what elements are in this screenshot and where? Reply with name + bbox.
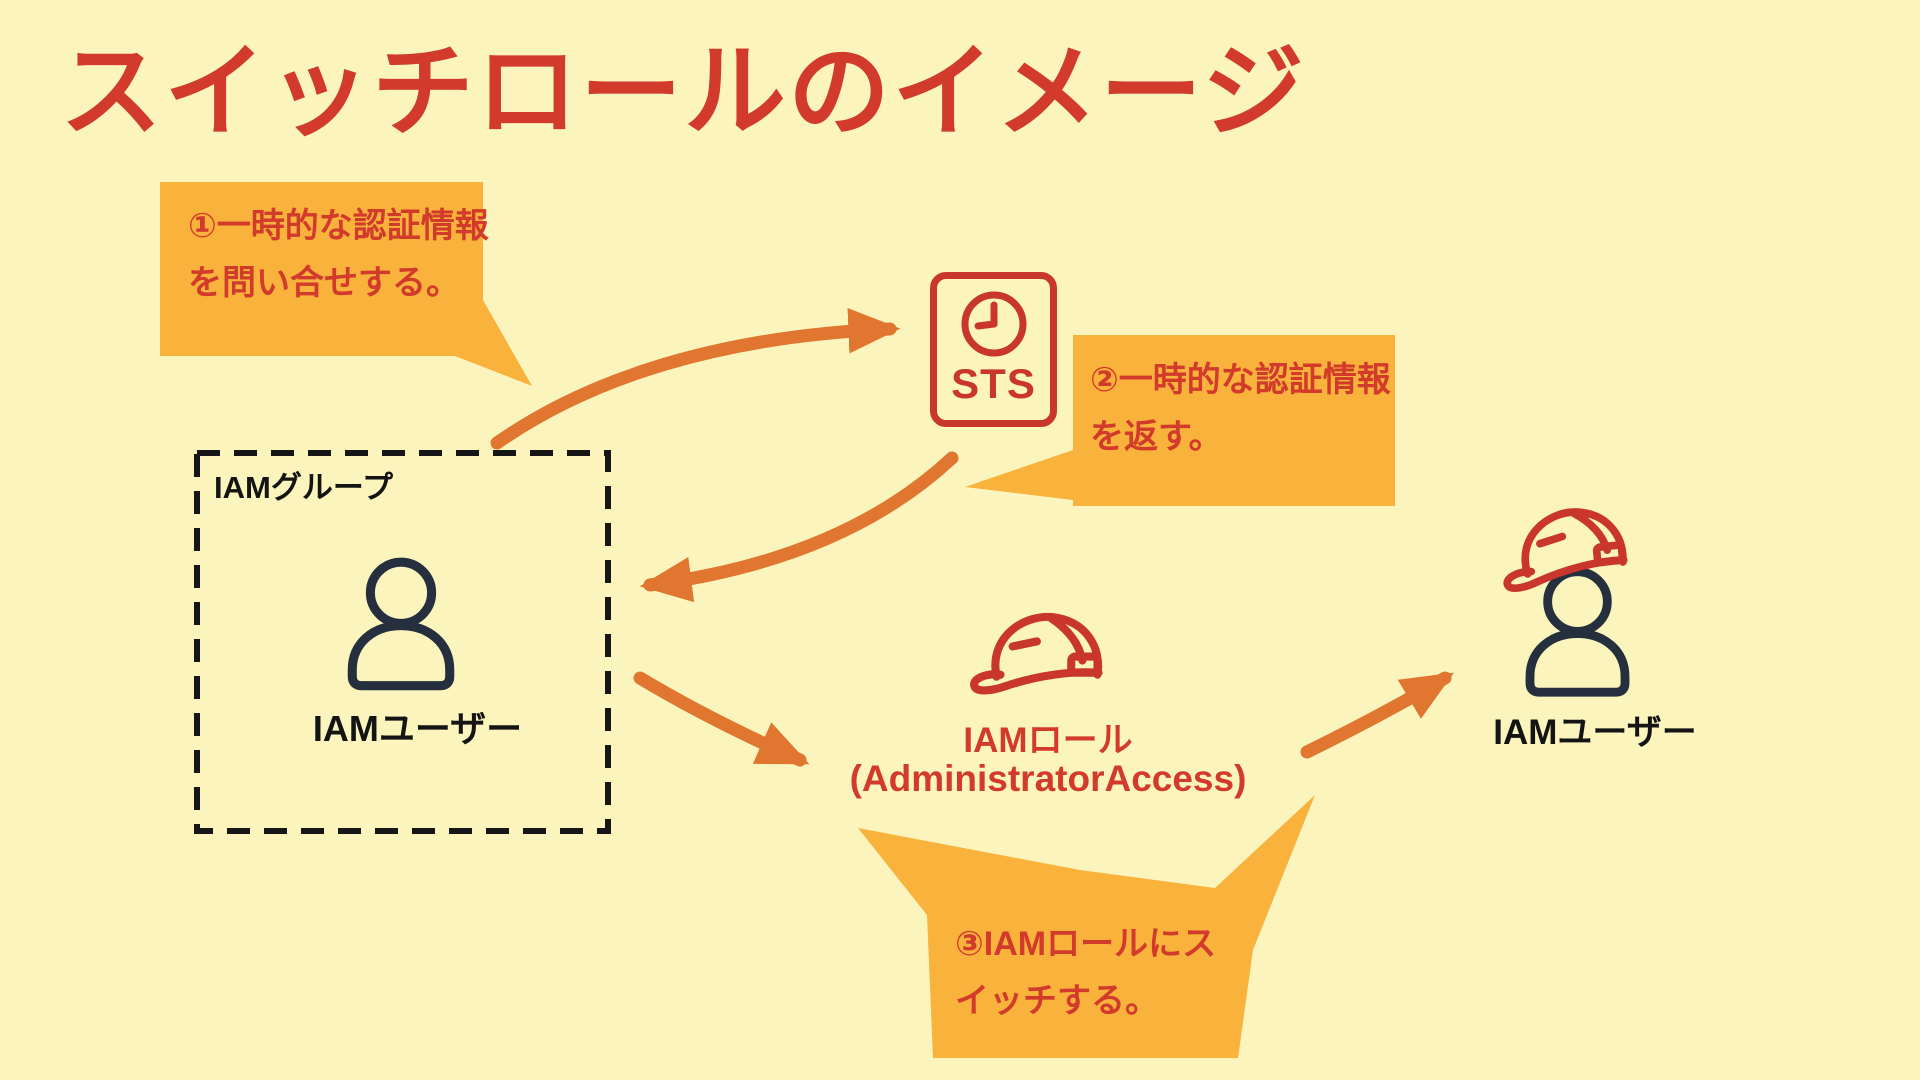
arrow-step3-user-to-role (633, 671, 810, 767)
iam-user-left-label: IAMユーザー (312, 708, 523, 749)
iam-user-right-label: IAMユーザー (1493, 713, 1697, 752)
sts-label: STS (951, 360, 1036, 407)
clock-icon (961, 291, 1026, 357)
iam-role-label: IAMロール (963, 721, 1133, 760)
iam-group-box (194, 450, 611, 834)
iam-group-label: IAMグループ (214, 470, 393, 505)
helmet-icon (970, 612, 1103, 695)
arrow-step2-sts-to-user (639, 451, 959, 603)
iam-role-policy-label: (AdministratorAccess) (849, 758, 1247, 799)
page-title: スイッチロールのイメージ (60, 35, 1306, 149)
sts-node: STS (930, 272, 1057, 427)
step3-callout-text: ③IAMロールにス イッチする。 (955, 925, 1217, 1020)
arrow-role-to-user (1300, 671, 1454, 759)
speech-bubble-step1-shape (160, 182, 532, 386)
user-icon (347, 557, 455, 691)
helmet-icon (1503, 508, 1628, 593)
arrow-step1-user-to-sts (490, 307, 901, 450)
speech-bubble-step3-shape (858, 795, 1315, 1058)
step1-callout-text: ①一時的な認証情報 を問い合せする。 (188, 207, 489, 302)
speech-bubble-step2-shape (965, 335, 1395, 506)
step2-callout-text: ②一時的な認証情報 を返す。 (1090, 361, 1391, 456)
user-icon (1525, 567, 1630, 697)
